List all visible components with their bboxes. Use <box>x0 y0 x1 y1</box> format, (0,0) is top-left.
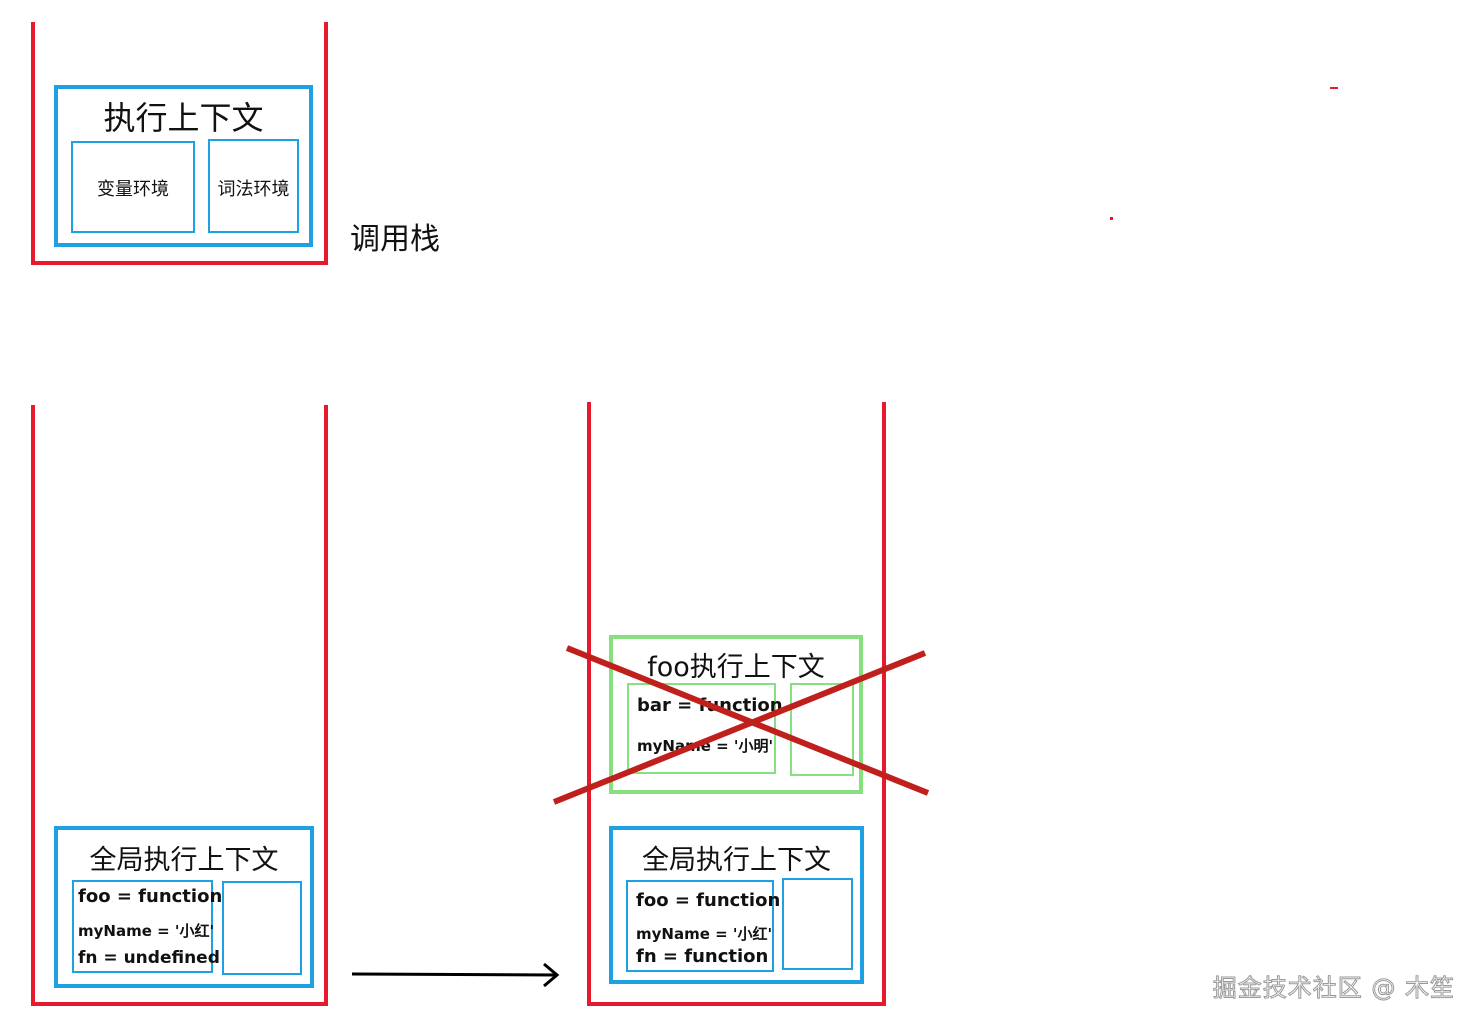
var-line: myName = '小红' <box>636 925 773 943</box>
global-after-variable-env: foo = function myName = '小红' fn = functi… <box>626 880 780 972</box>
global-before-lexical-env <box>222 881 302 975</box>
stray-mark <box>1330 87 1338 89</box>
var-line: myName = '小明' <box>637 737 774 755</box>
foo-context-title: foo执行上下文 <box>647 652 825 683</box>
lexical-environment-label: 词法环境 <box>217 179 290 200</box>
stray-mark <box>1110 217 1113 220</box>
call-stack-after <box>587 402 886 1006</box>
legend-context-title: 执行上下文 <box>103 99 264 137</box>
global-context-after: 全局执行上下文 foo = function myName = '小红' fn … <box>609 826 864 984</box>
call-stack-label: 调用栈 <box>350 222 440 257</box>
global-context-before-title: 全局执行上下文 <box>89 845 279 876</box>
legend-execution-context: 执行上下文 变量环境 词法环境 <box>54 85 313 247</box>
variable-environment-label: 变量环境 <box>97 179 169 200</box>
foo-lexical-env <box>790 683 854 776</box>
transition-arrow <box>351 962 560 988</box>
lexical-environment-box: 词法环境 <box>208 139 299 233</box>
var-line: myName = '小红' <box>78 922 215 940</box>
var-line: foo = function <box>78 886 223 907</box>
global-context-after-title: 全局执行上下文 <box>642 845 831 876</box>
variable-environment-box: 变量环境 <box>71 141 195 233</box>
watermark: 掘金技术社区 @ 木笙 <box>1212 974 1455 1003</box>
var-line: foo = function <box>636 890 781 911</box>
global-after-lexical-env <box>782 878 853 970</box>
legend-call-stack <box>31 22 328 265</box>
global-before-variable-env: foo = function myName = '小红' fn = undefi… <box>72 880 222 973</box>
call-stack-before <box>31 405 328 1006</box>
var-line: fn = function <box>636 946 769 967</box>
cross-out-mark <box>552 645 930 805</box>
global-context-before: 全局执行上下文 foo = function myName = '小红' fn … <box>54 826 314 988</box>
var-line: fn = undefined <box>78 948 220 968</box>
